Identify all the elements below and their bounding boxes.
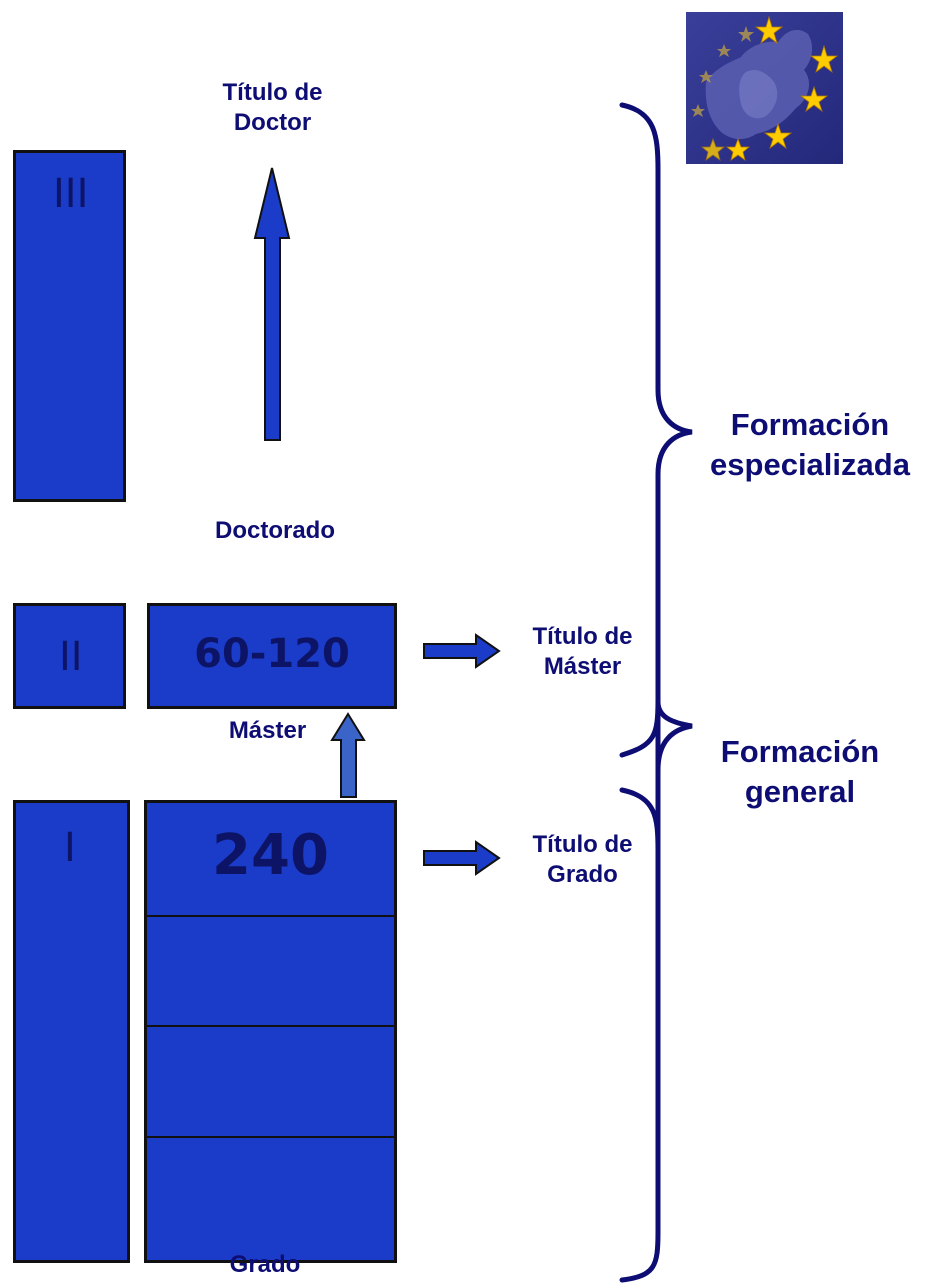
year-divider — [147, 915, 394, 917]
curly-brace-general — [622, 698, 658, 852]
general-training-label: Formación general — [720, 734, 880, 810]
doctorate-label: Doctorado — [215, 517, 335, 544]
degree-title-arrow — [423, 840, 501, 876]
general-brace-display-visible — [622, 700, 658, 850]
general-group-brace-visible — [622, 700, 658, 850]
year-divider — [147, 1025, 394, 1027]
master-label: Máster — [228, 717, 307, 744]
cycle-iii-label: III — [53, 171, 89, 217]
general-brace-visible-svg — [622, 698, 658, 842]
general-formacion-brace — [622, 700, 658, 850]
specialized-training-label: Formación especializada — [710, 407, 910, 483]
master-credits: 60-120 — [194, 631, 350, 677]
master-up-arrow — [330, 712, 366, 798]
general-brace-visible-final-drawn — [622, 698, 658, 842]
general-brace-correct — [622, 700, 658, 850]
brace-general-visible — [622, 690, 658, 850]
master-title-label: Título de Máster — [532, 623, 633, 680]
cycle-i-box: I — [13, 800, 130, 1263]
general-brace-stroked — [622, 702, 658, 850]
general-brace-visible-path — [622, 698, 658, 842]
formacion-general-brace-proper — [622, 702, 658, 850]
general-brace-rendered-visible — [622, 702, 658, 850]
general-brace-main-stroke — [622, 700, 658, 850]
formacion-general-brace-visible — [619, 701, 693, 1283]
master-title-arrow — [423, 633, 501, 669]
doctor-title-label: Título de Doctor — [222, 79, 323, 136]
cycle-ii-label: II — [59, 634, 83, 680]
general-brace-visible-curve — [622, 698, 658, 842]
cycle-i-label: I — [64, 825, 76, 871]
degree-title-label: Título de Grado — [532, 831, 633, 888]
doctor-up-arrow — [253, 167, 291, 441]
general-brace-shown — [622, 704, 658, 848]
eu-stars-map-icon — [686, 12, 843, 164]
degree-label: Grado — [229, 1251, 301, 1278]
general-brace-display — [622, 700, 658, 845]
year-divider — [147, 1136, 394, 1138]
general-brace-shape-visible — [622, 700, 658, 850]
general-brace-proper — [622, 702, 658, 850]
formacion-general-brace-correct — [622, 700, 658, 850]
cycle-ii-box: II — [13, 603, 126, 709]
formacion-general-brace-rendered — [622, 702, 658, 850]
master-credits-box: 60-120 — [147, 603, 397, 709]
degree-credits: 240 — [212, 823, 329, 888]
cycle-iii-box: III — [13, 150, 126, 502]
eu-logo — [686, 12, 843, 164]
general-brace — [622, 690, 658, 850]
formacion-general-curly-brace-visible — [622, 698, 658, 842]
general-brace-curly — [622, 700, 658, 840]
degree-credits-box: 240 — [144, 800, 397, 1263]
